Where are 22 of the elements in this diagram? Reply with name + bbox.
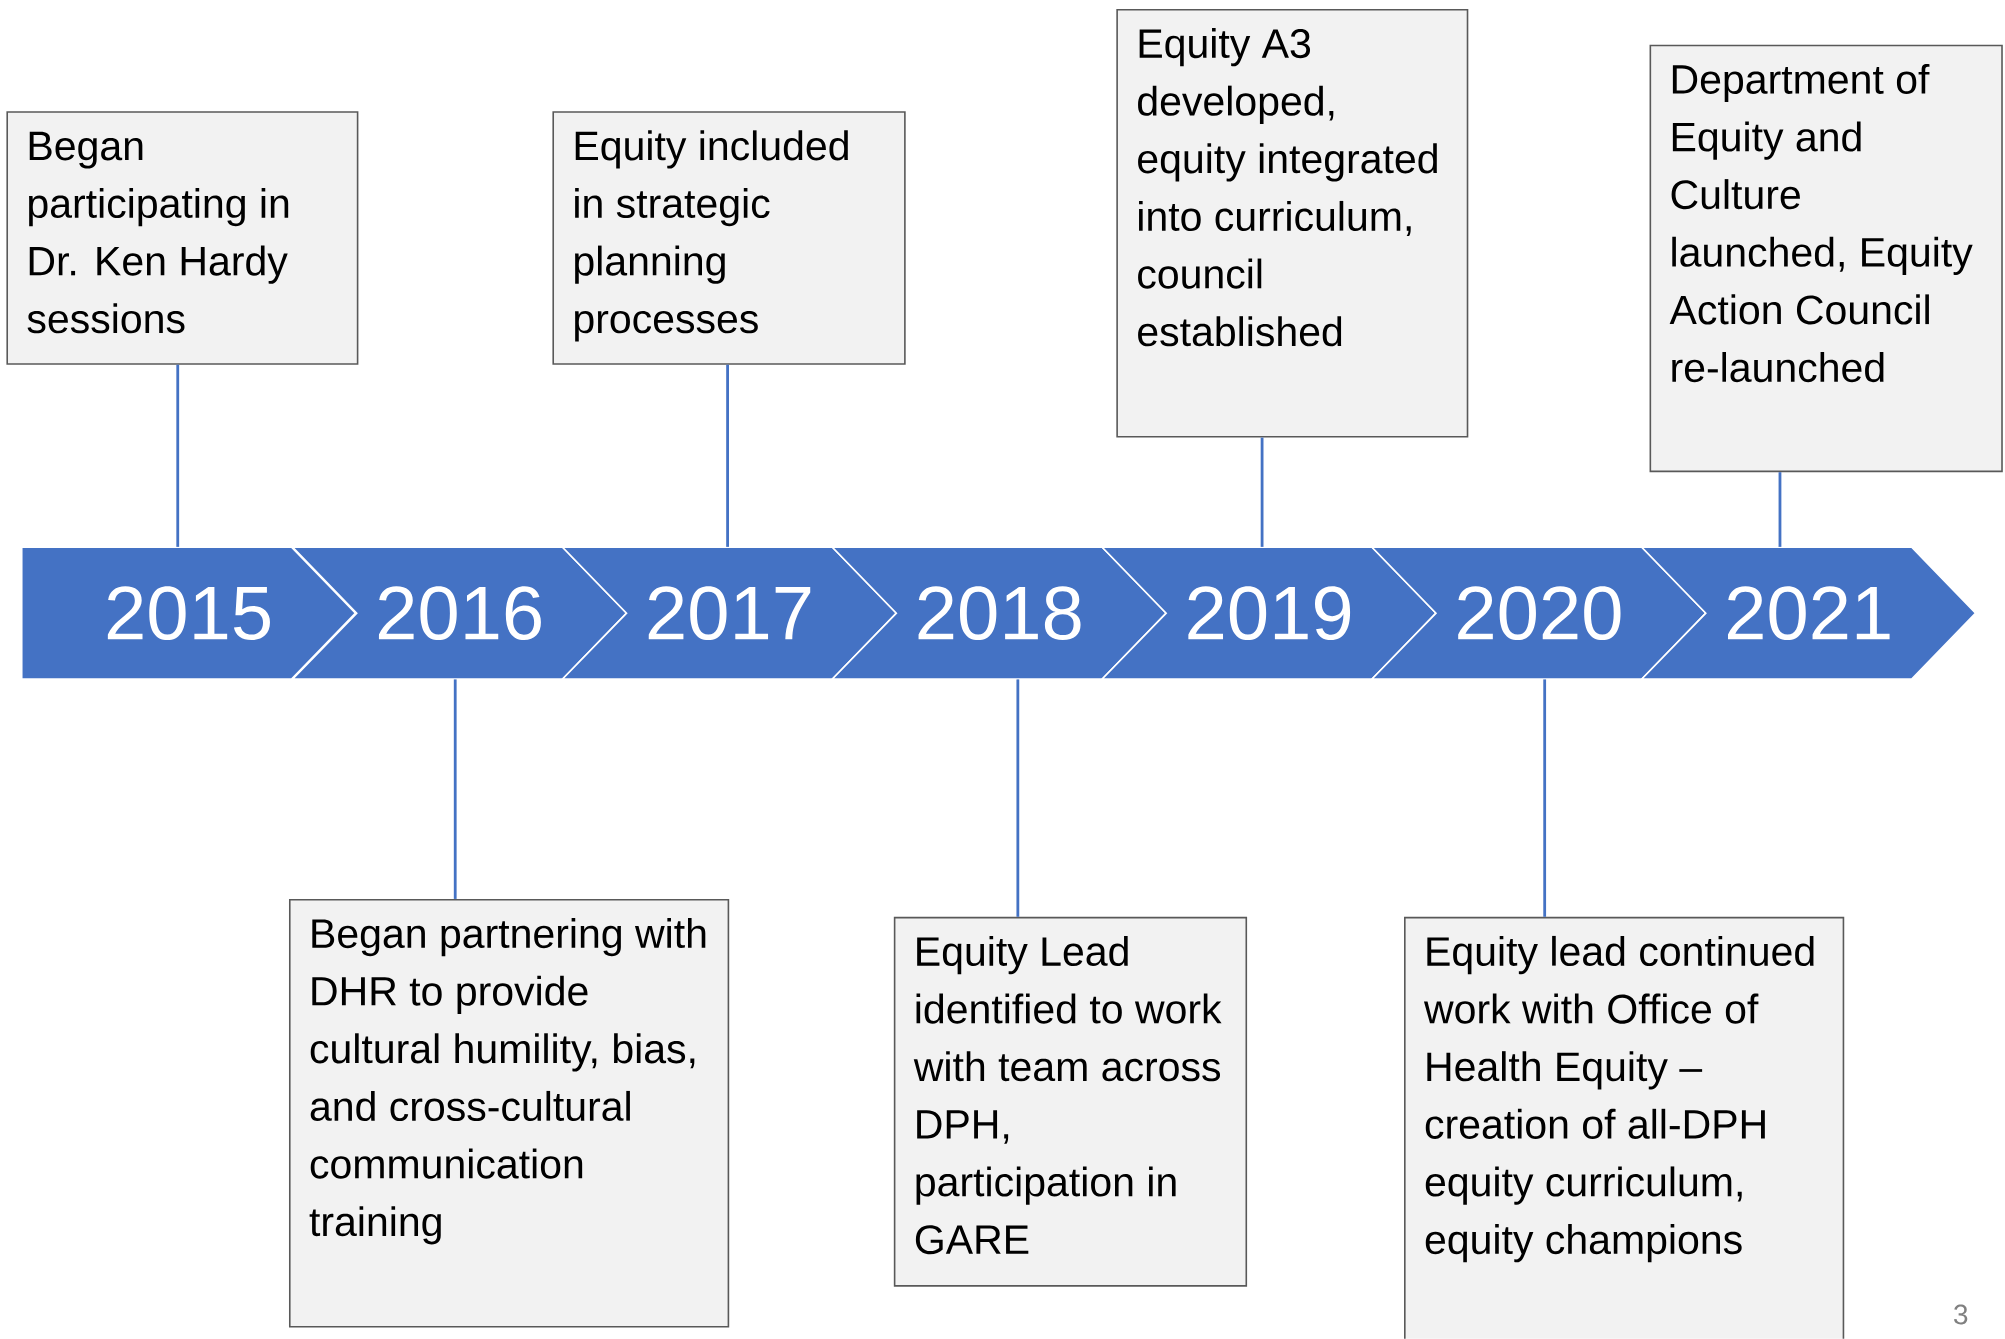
- timeline-segment: 2015: [20, 546, 357, 680]
- timeline-segment: 2016: [290, 546, 628, 680]
- timeline-segment: 2017: [560, 546, 898, 680]
- timeline-segment: 2018: [830, 546, 1168, 680]
- leader-line: [453, 679, 457, 900]
- text-box: Equity included in strategic planning processes: [552, 111, 906, 365]
- text-box: Equity A3 developed, equity integrated into curriculum, council established: [1116, 9, 1469, 438]
- leader-line: [1016, 679, 1020, 917]
- timeline-segment: 2021: [1639, 546, 1977, 680]
- page-number: 3: [1954, 1304, 1968, 1325]
- timeline-segment: 2019: [1100, 546, 1438, 680]
- leader-line: [1543, 679, 1547, 917]
- leader-line: [176, 364, 180, 547]
- leader-line: [1778, 472, 1782, 547]
- text-box: Began partnering with DHR to provide cultural humility, bias, and cross-cultural communication training: [288, 899, 730, 1328]
- text-box: Department of Equity and Culture launched, Equity Action Council re-launched: [1649, 44, 2003, 473]
- text-box: Equity Lead identified to work with team across DPH, participation in GARE: [893, 916, 1248, 1287]
- timeline-segment: 2020: [1370, 546, 1707, 680]
- text-box: Equity lead continued work with Office of Health Equity – creation of all-DPH equity curriculum, equity champions: [1404, 916, 1845, 1339]
- leader-line: [726, 364, 729, 547]
- text-box: Began participating in Dr. Ken Hardy sessions: [6, 111, 359, 365]
- leader-line: [1260, 437, 1264, 547]
